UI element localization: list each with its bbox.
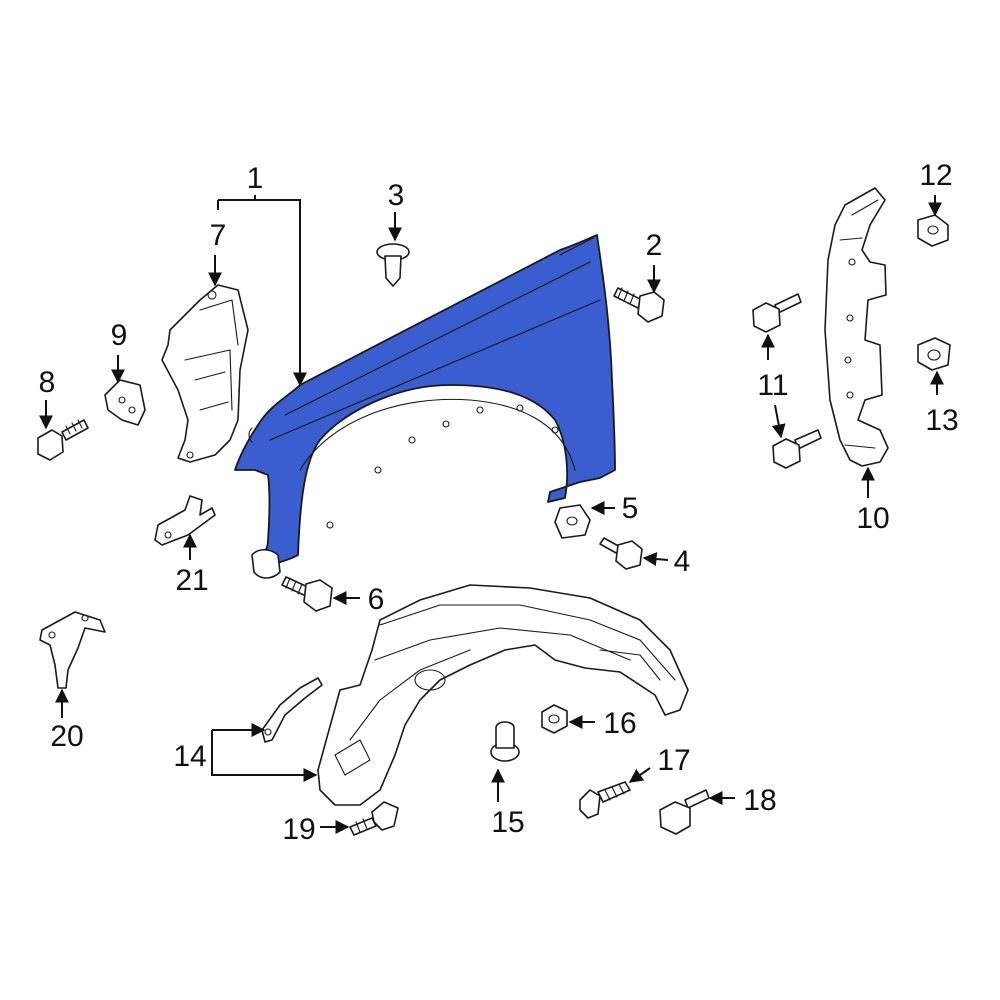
callout-20: 20 (50, 720, 83, 753)
clip-3-part[interactable] (376, 243, 410, 287)
callout-15: 15 (491, 806, 524, 839)
callout-2: 2 (646, 229, 663, 262)
fender-liner-part[interactable] (317, 584, 689, 806)
fender-part[interactable] (234, 234, 616, 579)
clip-13-part[interactable] (917, 337, 951, 371)
bracket-21-part[interactable] (154, 495, 216, 546)
bolt-11-lower-part[interactable] (772, 429, 822, 469)
bolt-8-part[interactable] (37, 419, 89, 461)
bolt-15-part[interactable] (490, 721, 520, 762)
callout-6: 6 (368, 583, 385, 616)
clip-17-part[interactable] (579, 781, 631, 819)
bolt-11-upper-part[interactable] (752, 293, 802, 333)
callout-16: 16 (603, 707, 636, 740)
callout-3: 3 (388, 179, 405, 212)
bolt-2-part[interactable] (613, 287, 665, 323)
clip-19-part[interactable] (349, 801, 399, 836)
callout-21: 21 (175, 564, 208, 597)
callout-10: 10 (856, 502, 889, 535)
callout-19: 19 (282, 813, 315, 846)
leader-lines (39, 195, 944, 834)
bracket-9-part[interactable] (104, 379, 146, 426)
bolt-6-part[interactable] (281, 576, 333, 612)
callout-13: 13 (925, 404, 958, 437)
fender-panel[interactable] (234, 234, 616, 569)
bolt-4-part[interactable] (599, 537, 643, 570)
liner-bracket-part[interactable] (261, 677, 323, 743)
callout-8: 8 (39, 366, 56, 399)
callout-18: 18 (743, 784, 776, 817)
callout-9: 9 (111, 319, 128, 352)
callout-14: 14 (173, 740, 206, 773)
callout-17: 17 (657, 744, 690, 777)
nut-16-part[interactable] (541, 704, 568, 734)
bracket-10-part[interactable] (824, 187, 889, 467)
callout-5: 5 (622, 492, 639, 525)
callout-1: 1 (247, 162, 264, 195)
callout-4: 4 (674, 545, 691, 578)
callout-labels: 1 2 3 4 5 6 7 8 9 10 11 12 13 14 15 16 1… (39, 159, 959, 846)
callout-12: 12 (919, 159, 952, 192)
bolt-18-part[interactable] (659, 789, 710, 835)
callout-7: 7 (210, 219, 227, 252)
callout-11: 11 (757, 369, 788, 402)
bracket-7-part[interactable] (161, 284, 249, 463)
clip-5-part[interactable] (554, 504, 591, 539)
bracket-20-part[interactable] (39, 611, 106, 689)
clip-12-part[interactable] (917, 214, 949, 247)
